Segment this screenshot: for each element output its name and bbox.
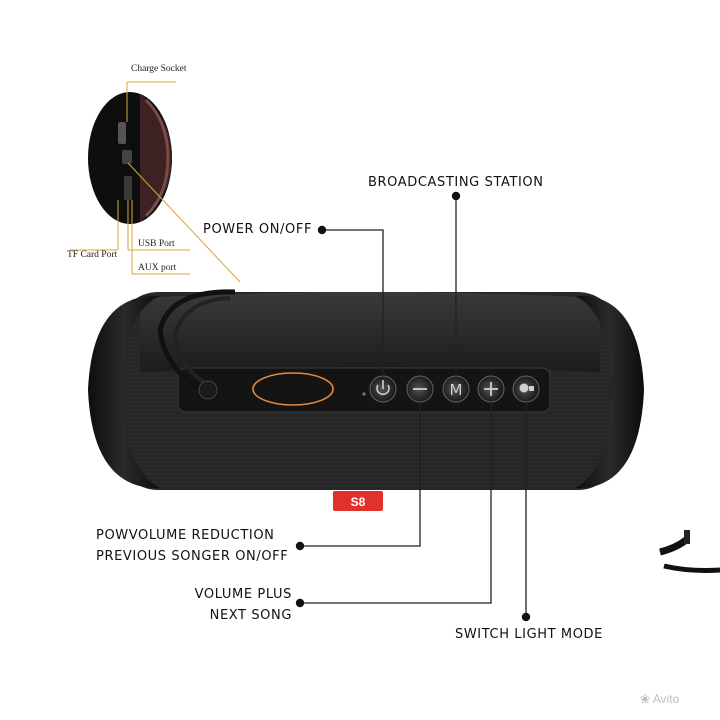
left-end-cap — [88, 296, 160, 488]
watermark: ❀ Avito — [640, 692, 679, 706]
power-button[interactable] — [369, 375, 397, 403]
cable-fragment — [659, 530, 720, 573]
leader-dots — [295, 191, 531, 622]
charge-socket-label: Charge Socket — [131, 64, 187, 74]
watermark-text: Avito — [652, 692, 680, 706]
lanyard — [157, 289, 236, 395]
volume-up-label-line2: NEXT SONG — [209, 608, 292, 623]
brand-badge-text: S8 — [351, 495, 366, 509]
light-mode-label: SWITCH LIGHT MODE — [455, 627, 603, 642]
light-mode-button[interactable] — [512, 375, 540, 403]
power-icon — [376, 380, 390, 396]
port-inset — [70, 81, 241, 283]
mode-button[interactable]: M — [442, 375, 470, 403]
tf-card-port-label: TF Card Port — [67, 250, 118, 260]
volume-up-label-line1: VOLUME PLUS — [194, 587, 292, 602]
speaker-body: S8 — [88, 289, 644, 511]
port-highlight-ring — [252, 372, 334, 406]
power-label: POWER ON/OFF — [203, 222, 313, 237]
volume-down-button[interactable] — [406, 375, 434, 403]
volume-down-label-line2: PREVIOUS SONGER ON/OFF — [96, 549, 289, 564]
plus-icon — [484, 382, 498, 396]
aux-port-label: AUX port — [138, 263, 177, 273]
mode-button-label: M — [450, 381, 463, 399]
volume-down-label-line1: POWVOLUME REDUCTION — [96, 528, 275, 543]
volume-up-button[interactable] — [477, 375, 505, 403]
right-end-cap — [575, 296, 644, 488]
paw-icon: ❀ — [640, 692, 653, 706]
light-bulb-icon — [519, 383, 534, 393]
brand-badge — [333, 491, 383, 511]
usb-port-label: USB Port — [138, 239, 175, 249]
leader-lines — [300, 196, 527, 617]
broadcasting-label: BROADCASTING STATION — [368, 175, 544, 190]
